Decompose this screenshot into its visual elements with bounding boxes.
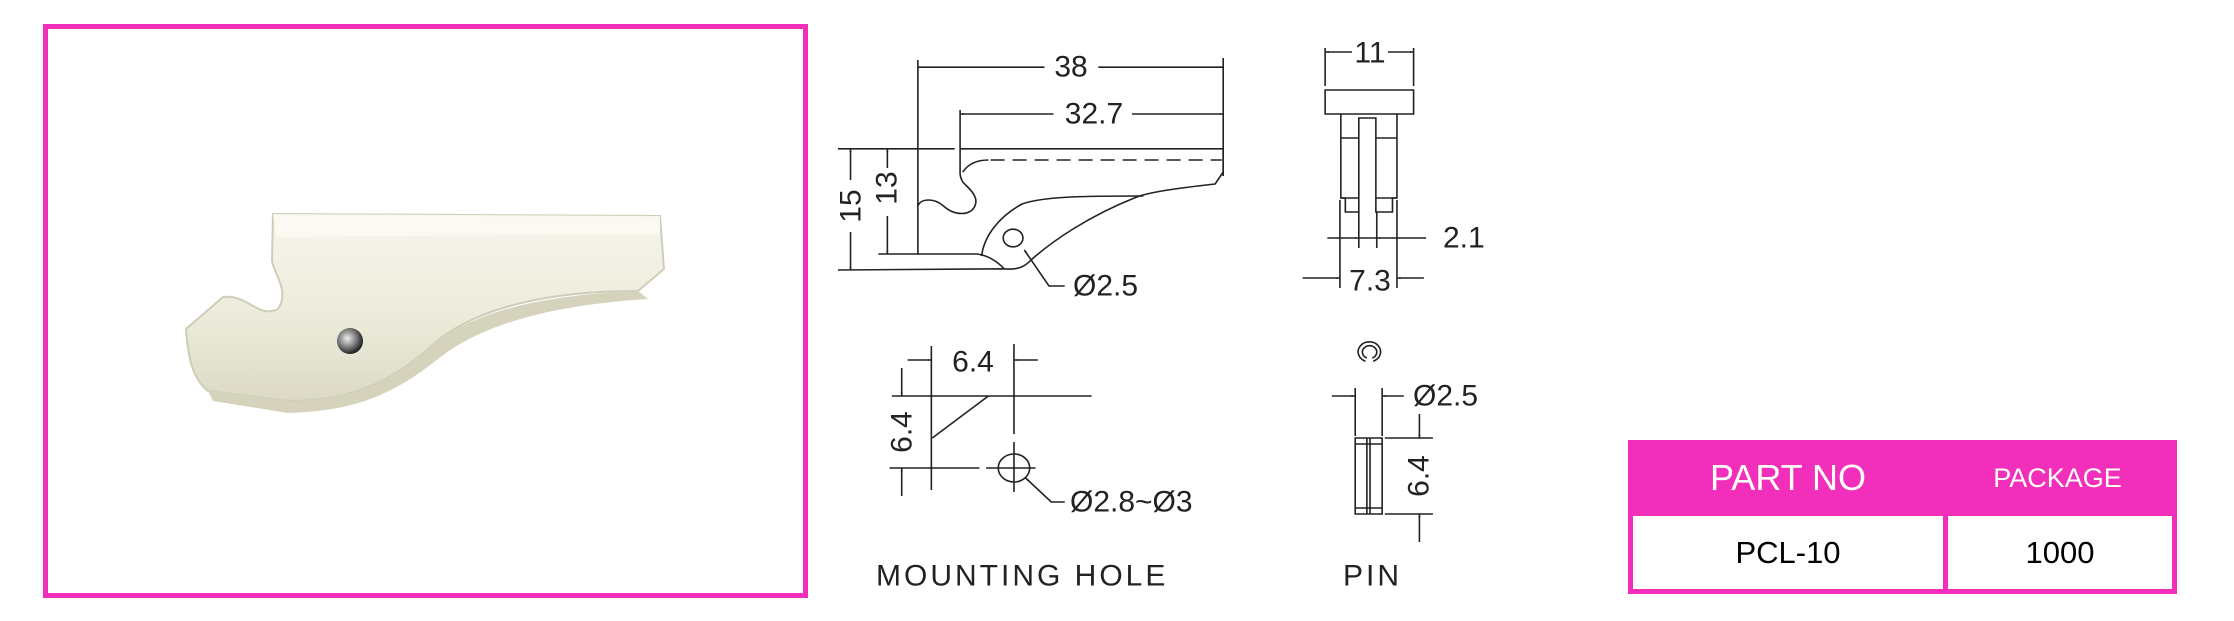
dim-slot: 2.1: [1443, 222, 1485, 255]
header-part-no: PART NO: [1709, 457, 1867, 498]
part-table: PART NO PACKAGE PCL-10 1000: [1628, 440, 2177, 594]
side-view: [838, 58, 1223, 286]
table-header: PART NO PACKAGE: [1633, 440, 2172, 516]
dim-pin-diameter: Ø2.5: [1413, 380, 1478, 413]
cell-part-no: PCL-10: [1633, 516, 1943, 589]
pin-view: [1332, 342, 1433, 542]
table-row: PCL-10 1000: [1633, 516, 2172, 589]
dim-pin-length: 6.4: [1403, 455, 1436, 497]
dim-mounting-horizontal: 6.4: [952, 346, 994, 379]
product-photo-frame: [43, 24, 808, 598]
dim-side-hole: Ø2.5: [1073, 270, 1138, 303]
metal-pin: [337, 328, 363, 354]
front-view: [1303, 48, 1426, 288]
card-guide-shape: [184, 212, 666, 413]
mounting-hole-caption: MOUNTING HOLE: [876, 560, 1168, 593]
pin-caption: PIN: [1343, 560, 1402, 593]
dim-overall-height: 15: [835, 189, 868, 222]
mounting-hole-view: [890, 344, 1092, 502]
product-photo: [184, 212, 666, 413]
dim-mounting-hole: Ø2.8~Ø3: [1070, 486, 1193, 519]
dim-height: 13: [871, 171, 904, 204]
cell-package: 1000: [1948, 516, 2172, 589]
dim-mounting-vertical: 6.4: [886, 411, 919, 453]
dim-leg-width: 7.3: [1349, 265, 1391, 298]
header-package: PACKAGE: [1993, 462, 2122, 493]
dim-overall-length: 38: [1054, 51, 1087, 84]
dim-top-length: 32.7: [1065, 98, 1123, 131]
dim-front-width: 11: [1354, 37, 1385, 70]
